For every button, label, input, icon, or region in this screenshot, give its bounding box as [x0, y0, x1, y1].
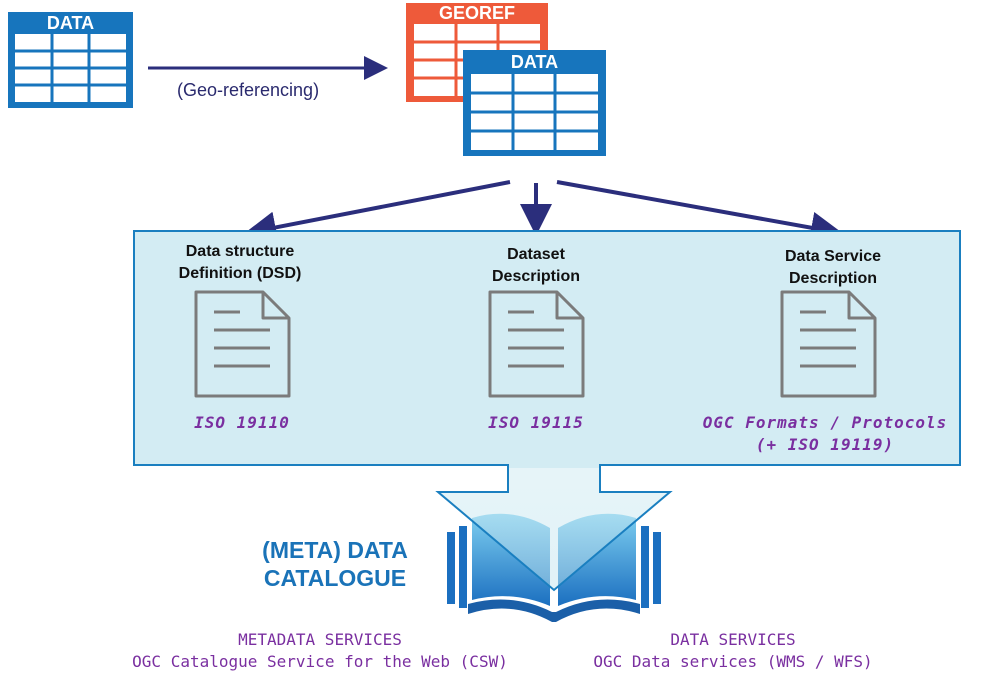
dsd-title-line2: Definition (DSD) [178, 265, 302, 282]
georef-table-title: GEOREF [438, 3, 515, 23]
down-arrow-to-catalogue [435, 463, 673, 592]
data-table-left [8, 12, 133, 108]
dataset-title-line2: Description [491, 268, 580, 285]
dataset-title: Dataset Description [446, 244, 626, 288]
service-standard-line2: (+ ISO 19119) [755, 435, 895, 454]
dataset-standard: ISO 19115 [436, 412, 636, 434]
metadata-services-protocol: OGC Catalogue Service for the Web (CSW) [132, 652, 508, 671]
dsd-standard: ISO 19110 [142, 412, 342, 434]
dsd-standard-line1: ISO 19110 [194, 413, 290, 432]
catalogue-line1: (META) DATA [262, 537, 408, 563]
data-table-right-title: DATA [510, 52, 559, 72]
metadata-services-title: METADATA SERVICES [238, 630, 402, 649]
data-services-title: DATA SERVICES [670, 630, 796, 649]
service-title-line1: Data Service [784, 248, 882, 265]
data-services: DATA SERVICES OGC Data services (WMS / W… [548, 629, 918, 673]
service-standard: OGC Formats / Protocols (+ ISO 19119) [695, 412, 955, 456]
dsd-title-line1: Data structure [185, 243, 295, 260]
metadata-services: METADATA SERVICES OGC Catalogue Service … [100, 629, 540, 673]
dataset-title-line1: Dataset [507, 246, 565, 263]
document-icon-service [780, 290, 877, 398]
geo-referencing-label: (Geo-referencing) [177, 80, 320, 100]
arrow-to-dsd [244, 180, 511, 244]
data-table-right [463, 50, 606, 156]
dsd-title: Data structure Definition (DSD) [150, 241, 330, 285]
document-icon-dataset [488, 290, 585, 398]
service-title-line2: Description [788, 270, 877, 287]
arrow-to-service [556, 180, 843, 244]
catalogue-line2: CATALOGUE [263, 565, 407, 591]
data-services-protocol: OGC Data services (WMS / WFS) [593, 652, 873, 671]
document-icon-dsd [194, 290, 291, 398]
catalogue-label: (META) DATA CATALOGUE [240, 536, 430, 592]
service-title: Data Service Description [743, 246, 923, 290]
dataset-standard-line1: ISO 19115 [488, 413, 584, 432]
data-table-left-title: DATA [46, 13, 95, 33]
service-standard-line1: OGC Formats / Protocols [702, 413, 948, 432]
